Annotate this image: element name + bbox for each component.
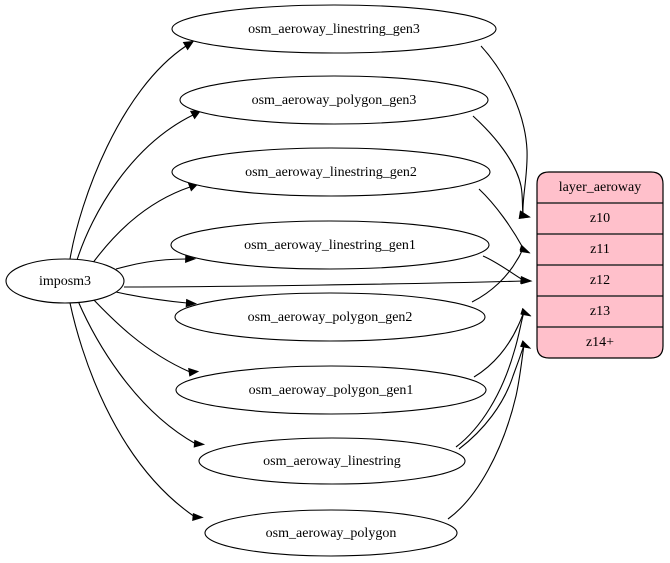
edge-polygon-to-z14 <box>447 344 525 520</box>
edge-upper-band-to-z12 <box>123 280 524 288</box>
edge-polygon-gen3-to-z10 <box>472 115 524 215</box>
node-osm-aeroway-linestring-gen3[interactable]: osm_aeroway_linestring_gen3 <box>171 4 497 54</box>
node-label-polygon-gen3: osm_aeroway_polygon_gen3 <box>252 93 417 108</box>
node-label-polygon-gen2: osm_aeroway_polygon_gen2 <box>248 310 413 325</box>
edge-linestring-to-z13 <box>455 311 525 448</box>
edge-imposm3-to-polygon <box>69 302 196 518</box>
edge-imposm3-to-polygon-gen1 <box>91 297 191 373</box>
node-label-linestring-gen1: osm_aeroway_linestring_gen1 <box>244 238 416 253</box>
node-shape-linestring-gen3[interactable] <box>171 4 497 54</box>
edges-nodes-to-table <box>123 45 533 520</box>
node-osm-aeroway-polygon-gen2[interactable]: osm_aeroway_polygon_gen2 <box>174 292 486 342</box>
arrowhead-polygon-gen2 <box>185 298 198 308</box>
edge-imposm3-to-polygon-gen2 <box>115 291 188 304</box>
edge-imposm3-to-linestring-gen2 <box>91 186 191 265</box>
node-shape-polygon[interactable] <box>204 509 458 557</box>
table-row-label-z10[interactable]: z10 <box>590 211 610 226</box>
arrowhead-linestring <box>193 439 206 448</box>
edge-linestring-gen2-to-z11 <box>478 188 524 249</box>
table-row-label-z14plus[interactable]: z14+ <box>586 335 614 350</box>
node-osm-aeroway-polygon-gen3[interactable]: osm_aeroway_polygon_gen3 <box>179 75 489 125</box>
node-imposm3-shape[interactable] <box>5 258 125 304</box>
edge-polygon-gen1-to-z13 <box>473 311 525 378</box>
edge-imposm3-to-polygon-gen3 <box>76 114 194 261</box>
arrowhead-z13-b <box>520 307 532 316</box>
table-header-label: layer_aeroway <box>559 180 641 195</box>
node-osm-aeroway-polygon-gen1[interactable]: osm_aeroway_polygon_gen1 <box>175 365 487 415</box>
node-imposm3-label: imposm3 <box>39 274 91 289</box>
edge-linestring-gen1-to-z12 <box>482 255 524 281</box>
node-imposm3[interactable]: imposm3 <box>5 258 125 304</box>
arrowhead-z10-b <box>518 210 531 219</box>
edge-linestring-gen3-to-z10 <box>480 45 528 215</box>
node-shape-polygon-gen1[interactable] <box>175 365 487 415</box>
table-row-label-z13[interactable]: z13 <box>590 304 610 319</box>
node-osm-aeroway-polygon[interactable]: osm_aeroway_polygon <box>204 509 458 557</box>
table-outline <box>536 171 664 359</box>
node-layer-aeroway-table[interactable]: layer_aeroway z10 z11 z12 z13 z14+ <box>536 171 664 359</box>
node-shape-linestring-gen1[interactable] <box>170 220 490 270</box>
arrowhead-z12-b <box>521 276 533 285</box>
edge-imposm3-to-linestring-gen3 <box>69 45 187 260</box>
node-shape-linestring-gen2[interactable] <box>171 147 491 197</box>
node-label-polygon-gen1: osm_aeroway_polygon_gen1 <box>249 383 414 398</box>
node-shape-linestring[interactable] <box>198 437 466 485</box>
node-label-linestring-gen3: osm_aeroway_linestring_gen3 <box>248 22 420 37</box>
node-osm-aeroway-linestring-gen1[interactable]: osm_aeroway_linestring_gen1 <box>170 220 490 270</box>
node-label-linestring-gen2: osm_aeroway_linestring_gen2 <box>245 165 417 180</box>
node-osm-aeroway-linestring[interactable]: osm_aeroway_linestring <box>198 437 466 485</box>
node-osm-aeroway-linestring-gen2[interactable]: osm_aeroway_linestring_gen2 <box>171 147 491 197</box>
table-row-label-z12[interactable]: z12 <box>590 273 610 288</box>
arrowhead-z11-b <box>519 245 531 254</box>
edges-source-to-nodes <box>69 40 206 522</box>
arrowhead-linestring-gen3 <box>182 40 195 51</box>
edge-imposm3-to-linestring <box>77 300 197 445</box>
nodes-intermediate: osm_aeroway_linestring_gen3 osm_aeroway_… <box>170 4 497 557</box>
arrowhead-z14-b <box>520 340 532 349</box>
node-label-linestring: osm_aeroway_linestring <box>263 454 401 469</box>
node-label-polygon: osm_aeroway_polygon <box>266 526 397 541</box>
arrowhead-polygon-gen1 <box>188 367 200 377</box>
edge-imposm3-to-linestring-gen1 <box>115 258 187 270</box>
arrowhead-polygon <box>192 512 204 522</box>
node-shape-polygon-gen2[interactable] <box>174 292 486 342</box>
node-shape-polygon-gen3[interactable] <box>179 75 489 125</box>
edge-linestring-to-z14 <box>458 344 525 450</box>
table-row-label-z11[interactable]: z11 <box>590 242 610 257</box>
